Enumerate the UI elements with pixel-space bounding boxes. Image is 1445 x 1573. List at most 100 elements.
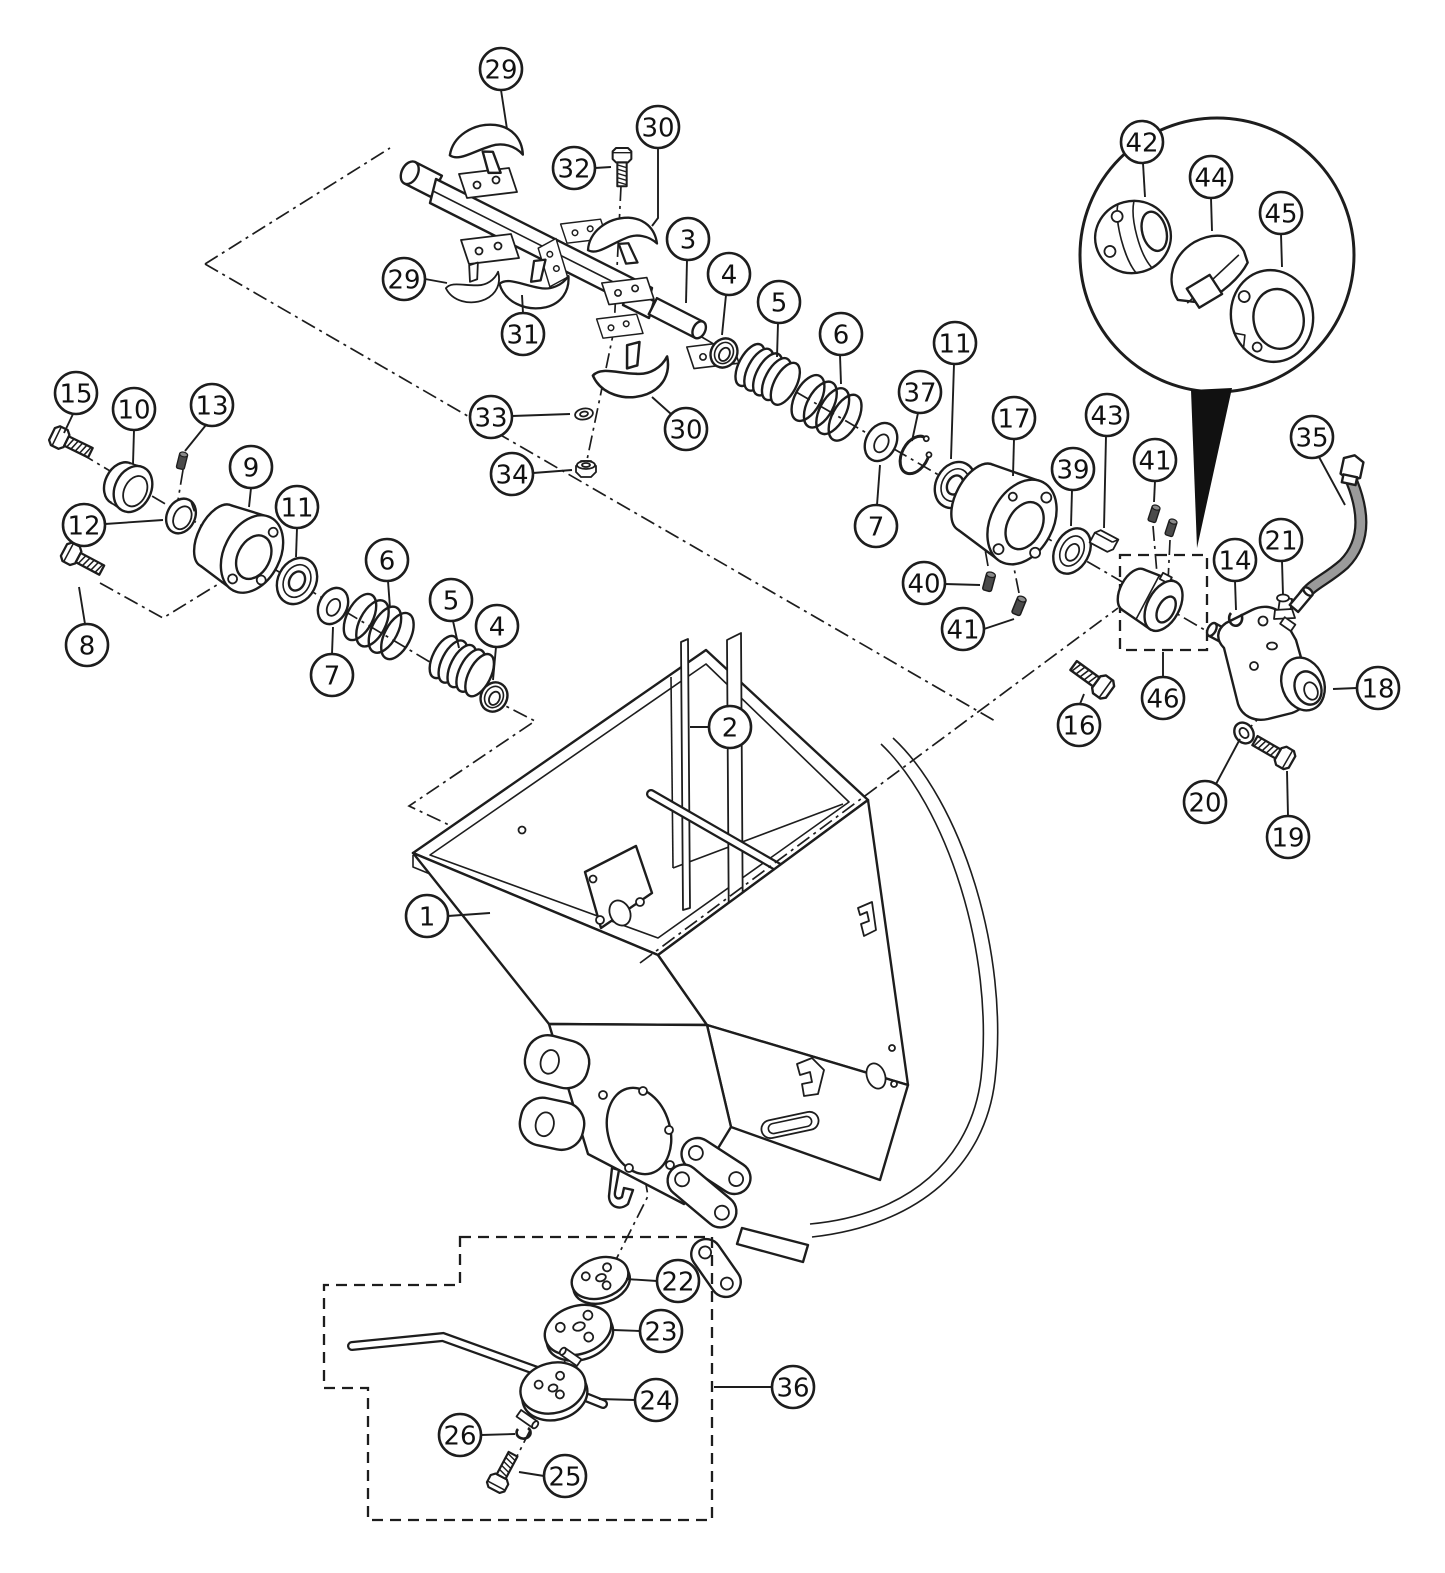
callout-leader-15	[63, 413, 74, 434]
callout-37: 37	[897, 369, 943, 442]
callout-6: 6	[364, 537, 410, 609]
callout-number-30: 30	[641, 113, 674, 143]
callout-number-22: 22	[661, 1267, 694, 1297]
callout-29: 29	[478, 46, 524, 130]
callout-number-33: 33	[474, 403, 507, 433]
callout-4: 4	[474, 603, 520, 681]
callout-number-3: 3	[680, 225, 697, 255]
callout-leader-33	[511, 413, 571, 417]
callout-3: 3	[665, 216, 711, 304]
callout-number-6: 6	[833, 320, 850, 350]
callout-leader-12	[104, 519, 164, 525]
callout-number-15: 15	[59, 379, 92, 409]
callout-number-41: 41	[1138, 446, 1171, 476]
callout-bubble-1	[404, 893, 450, 939]
callout-leader-6	[839, 354, 842, 385]
nut-34	[575, 460, 597, 478]
callout-leader-31	[521, 294, 524, 314]
callout-bubble-4	[474, 603, 520, 649]
callout-bubble-18	[1355, 665, 1401, 711]
callout-leader-23	[612, 1329, 641, 1332]
coupler-and-motor	[1065, 454, 1368, 773]
callout-41: 41	[1132, 437, 1178, 503]
callout-leader-17	[1012, 438, 1015, 477]
callout-43: 43	[1084, 392, 1130, 529]
foot-plate	[735, 1226, 810, 1264]
setscrew13-axis	[177, 469, 184, 501]
callout-leader-41	[1153, 480, 1156, 503]
callout-number-31: 31	[506, 320, 539, 350]
callout-bubble-29	[381, 256, 427, 302]
callout-bubble-7	[853, 503, 899, 549]
callout-number-23: 23	[644, 1317, 677, 1347]
washer-39	[1052, 527, 1092, 575]
callout-leader-4	[492, 646, 497, 681]
right-drive-chain	[709, 337, 1179, 617]
callout-11: 11	[932, 320, 978, 460]
callout-number-37: 37	[903, 378, 936, 408]
callout-leader-9	[248, 487, 252, 508]
callout-leader-37	[911, 412, 919, 442]
right-hook-upper	[857, 901, 877, 937]
callout-20: 20	[1182, 738, 1241, 825]
callout-7: 7	[309, 626, 355, 698]
callout-leader-35	[1318, 456, 1346, 506]
callout-number-29: 29	[387, 265, 420, 295]
callout-24: 24	[598, 1377, 679, 1423]
dashed-box-36	[322, 1235, 714, 1522]
callout-bubble-8	[64, 622, 110, 668]
callout-4: 4	[706, 251, 752, 336]
clip-14	[1227, 612, 1244, 628]
callout-number-36: 36	[776, 1373, 809, 1403]
link-arm-1	[680, 1136, 752, 1196]
callout-bubble-17	[991, 395, 1037, 441]
callout-leader-32	[594, 166, 612, 169]
agitator-rod-2	[680, 638, 691, 911]
callout-bubble-46	[1140, 675, 1186, 721]
callout-leader-11	[295, 527, 298, 558]
hopper-assembly	[411, 632, 999, 1299]
callout-30: 30	[635, 104, 681, 227]
callout-leader-29	[424, 278, 448, 284]
callout-number-42: 42	[1125, 128, 1158, 158]
callout-bubble-29	[478, 46, 524, 92]
callout-leader-20	[1215, 738, 1241, 785]
callout-bubble-3	[665, 216, 711, 262]
callout-number-46: 46	[1146, 684, 1179, 714]
callout-21: 21	[1258, 517, 1304, 596]
callout-leader-43	[1103, 435, 1107, 529]
coupling-insert-44	[1170, 234, 1249, 309]
callout-leader-40	[944, 583, 981, 586]
callout-leader-25	[518, 1471, 545, 1477]
mount-plate-32a	[600, 276, 655, 306]
callout-number-39: 39	[1056, 455, 1089, 485]
callout-bubble-35	[1289, 414, 1335, 460]
callout-bubble-41	[1132, 437, 1178, 483]
callout-number-7: 7	[868, 512, 885, 542]
callout-30: 30	[651, 396, 709, 452]
callout-16: 16	[1056, 693, 1102, 748]
projection-line-a	[204, 263, 996, 722]
callout-leader-24	[598, 1398, 636, 1401]
callout-bubble-45	[1258, 190, 1304, 236]
callout-leader-29	[500, 89, 508, 130]
callout-8: 8	[64, 586, 110, 668]
bolt-25	[484, 1448, 523, 1496]
callout-bubble-9	[228, 444, 274, 490]
shaft-stub-3	[647, 296, 708, 340]
callout-number-44: 44	[1194, 163, 1227, 193]
callout-42: 42	[1119, 119, 1165, 198]
callout-bubble-10	[111, 386, 157, 432]
washer-4-left	[479, 681, 509, 713]
callout-25: 25	[518, 1453, 588, 1499]
callout-number-32: 32	[557, 154, 590, 184]
bolt-15	[46, 423, 97, 464]
callout-bubble-30	[663, 406, 709, 452]
left-bearing-chain	[46, 423, 509, 713]
hand-slot	[760, 1110, 820, 1140]
callout-bubble-5	[428, 577, 474, 623]
callout-32: 32	[551, 145, 612, 191]
callout-number-24: 24	[639, 1386, 672, 1416]
